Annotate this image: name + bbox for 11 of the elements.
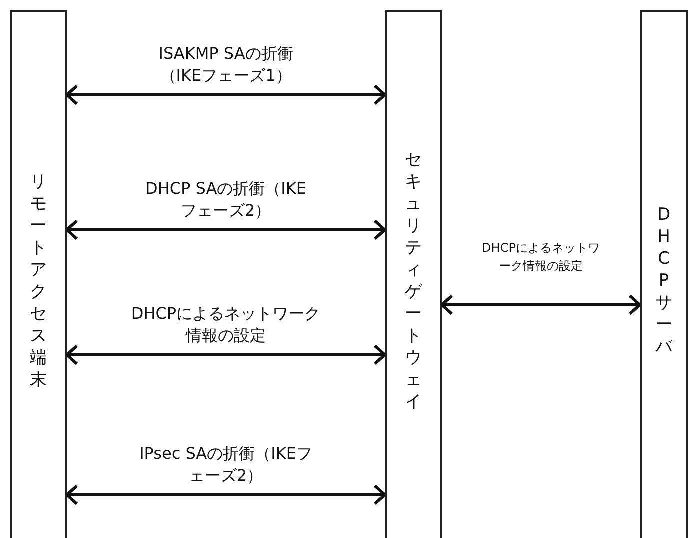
entity-name: リモートアクセス端末 [28, 171, 48, 391]
double-arrow [66, 344, 386, 366]
entity-box [10, 10, 67, 538]
entity-name: セキュリティゲートウェイ [404, 149, 424, 413]
double-arrow [66, 220, 386, 240]
double-arrow [66, 484, 386, 506]
entity-box [385, 10, 442, 538]
entity-box [640, 10, 688, 538]
double-arrow [440, 294, 642, 316]
double-arrow [66, 84, 386, 106]
entity-name: DHCPサーバ [654, 204, 674, 358]
